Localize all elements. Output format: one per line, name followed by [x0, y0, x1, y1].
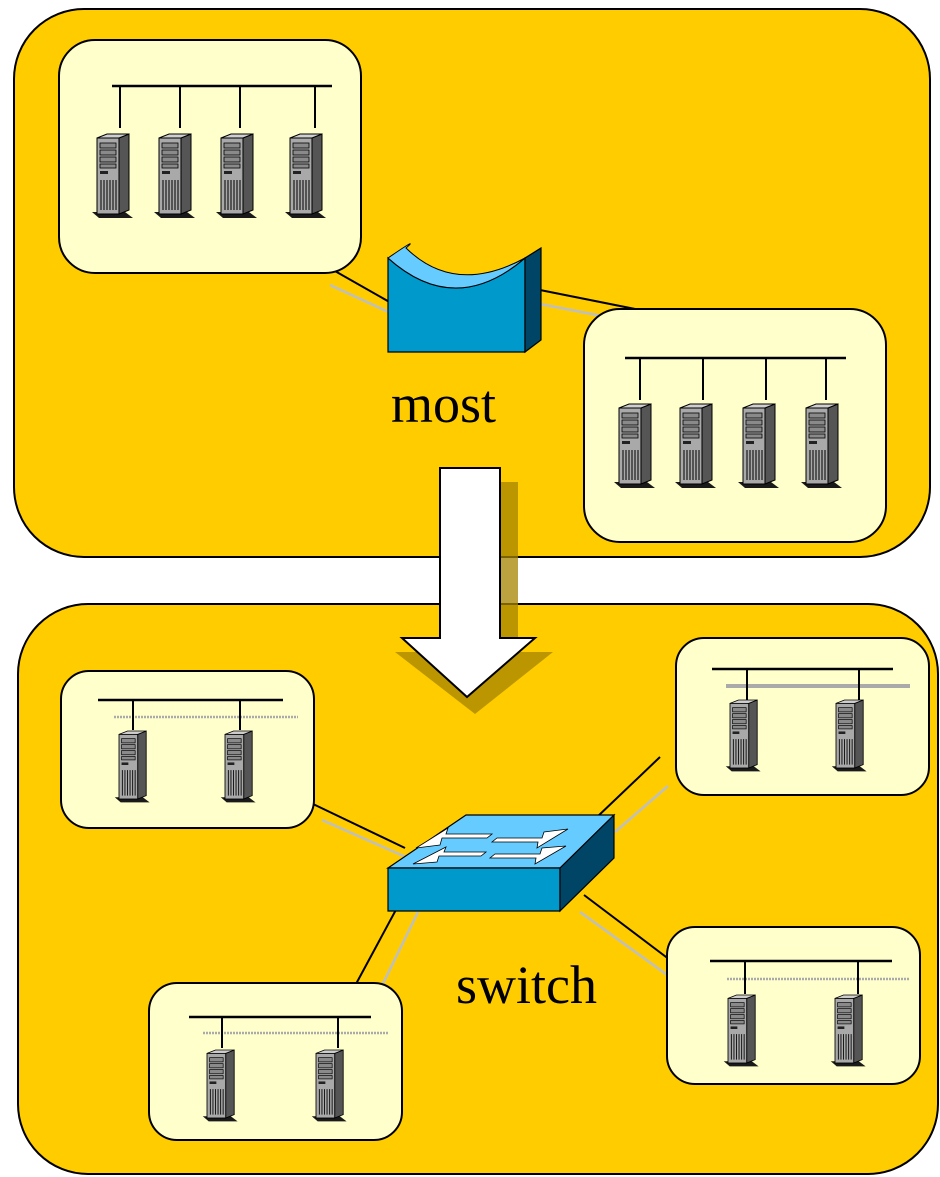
server-icon	[91, 133, 134, 219]
server-icon	[114, 730, 151, 803]
switch-label: switch	[456, 955, 597, 1015]
segment-left	[60, 670, 315, 829]
server-icon	[723, 994, 760, 1067]
bridge-label: most	[391, 374, 496, 434]
server-icon	[674, 403, 717, 489]
server-icon	[202, 1049, 239, 1122]
server-icon	[725, 699, 762, 772]
server-icon	[220, 730, 257, 803]
server-icon	[153, 133, 196, 219]
segment-bottom-left	[148, 982, 403, 1141]
server-icon	[831, 699, 868, 772]
segment-upper-right	[675, 637, 930, 796]
server-icon	[311, 1049, 348, 1122]
down-arrow-icon	[395, 467, 553, 714]
server-icon	[284, 133, 327, 219]
switch-icon	[386, 813, 616, 913]
segment-top-left	[58, 39, 362, 274]
server-icon	[215, 133, 258, 219]
server-icon	[830, 994, 867, 1067]
segment-top-right	[583, 308, 887, 543]
server-icon	[613, 403, 656, 489]
bridge-icon	[387, 243, 542, 354]
server-icon	[800, 403, 843, 489]
server-icon	[737, 403, 780, 489]
segment-bottom-right	[666, 926, 921, 1085]
